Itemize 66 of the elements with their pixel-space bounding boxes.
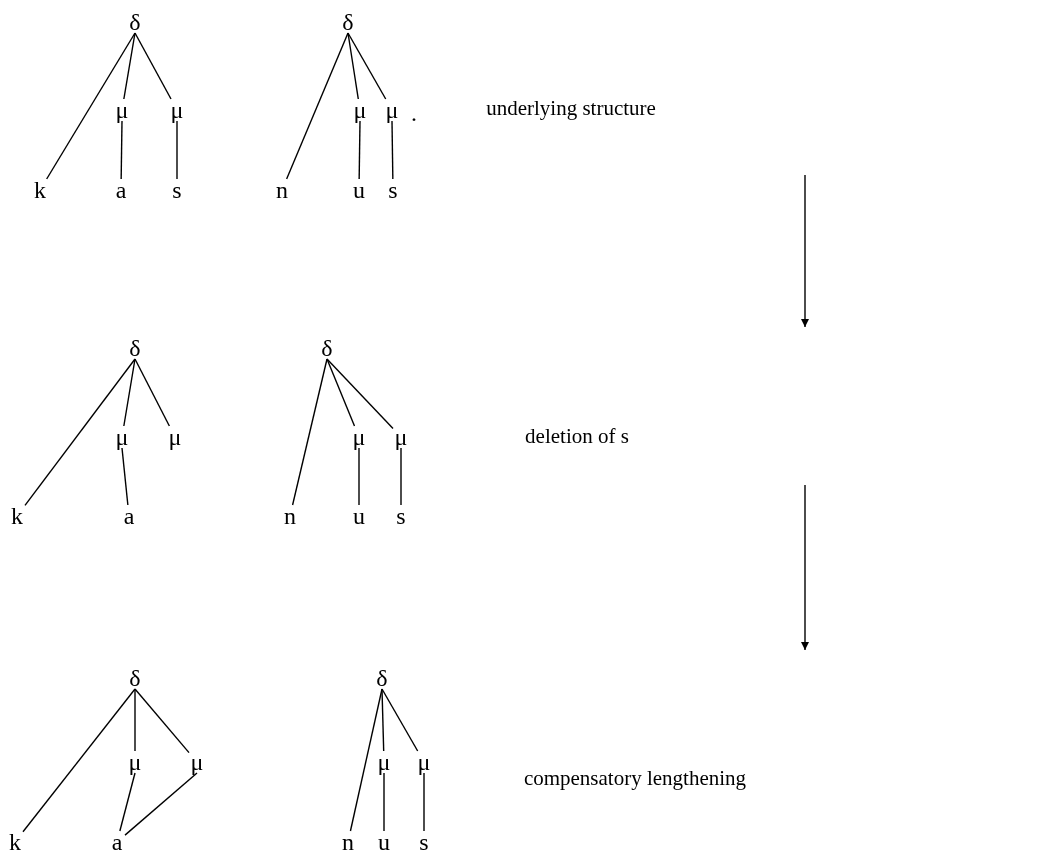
stage-label: deletion of s bbox=[524, 425, 630, 447]
segment-letter: a bbox=[110, 830, 124, 854]
mora-symbol: μ bbox=[384, 98, 400, 122]
branch-line bbox=[381, 688, 385, 752]
syllable-symbol: δ bbox=[341, 10, 355, 34]
branch-line bbox=[383, 772, 385, 832]
mora-symbol: μ bbox=[189, 750, 205, 774]
mora-symbol: μ bbox=[416, 750, 432, 774]
branch-line bbox=[285, 32, 349, 180]
syllable-symbol: δ bbox=[128, 336, 142, 360]
branch-line bbox=[121, 447, 129, 506]
segment-letter: u bbox=[352, 178, 366, 202]
mora-symbol: μ bbox=[352, 98, 368, 122]
branch-line bbox=[391, 120, 394, 180]
mora-symbol: μ bbox=[114, 425, 130, 449]
segment-letter: a bbox=[122, 504, 136, 528]
segment-letter: n bbox=[275, 178, 289, 202]
segment-letter: s bbox=[395, 504, 407, 528]
branch-line bbox=[326, 358, 394, 430]
branch-line bbox=[45, 32, 136, 180]
syllable-symbol: δ bbox=[128, 666, 142, 690]
branch-line bbox=[123, 32, 136, 100]
branch-line bbox=[381, 688, 419, 752]
mora-symbol: μ bbox=[114, 98, 130, 122]
branch-line bbox=[134, 688, 136, 752]
segment-letter: s bbox=[418, 830, 430, 854]
syllable-symbol: δ bbox=[375, 666, 389, 690]
syllable-symbol: δ bbox=[320, 336, 334, 360]
dot-mark: . bbox=[411, 101, 417, 125]
segment-letter: k bbox=[33, 178, 47, 202]
mora-symbol: μ bbox=[167, 425, 183, 449]
branch-line bbox=[347, 32, 359, 100]
branch-line bbox=[134, 358, 171, 427]
branch-line bbox=[134, 32, 172, 100]
segment-letter: k bbox=[8, 830, 22, 854]
branch-line bbox=[24, 358, 136, 507]
branch-line bbox=[400, 447, 402, 506]
segment-letter: u bbox=[352, 504, 366, 528]
syllable-symbol: δ bbox=[128, 10, 142, 34]
segment-letter: a bbox=[114, 178, 128, 202]
branch-line bbox=[134, 688, 190, 754]
branch-line bbox=[358, 447, 360, 506]
segment-letter: s bbox=[387, 178, 399, 202]
branch-line bbox=[291, 358, 328, 506]
branch-line bbox=[347, 32, 387, 100]
branch-line bbox=[358, 120, 361, 180]
segment-letter: s bbox=[171, 178, 183, 202]
branch-line bbox=[123, 358, 136, 427]
segment-letter: u bbox=[377, 830, 391, 854]
mora-symbol: μ bbox=[169, 98, 185, 122]
stage-label: underlying structure bbox=[485, 97, 657, 119]
branch-line bbox=[119, 772, 136, 832]
branch-line bbox=[423, 772, 425, 832]
mora-symbol: μ bbox=[393, 425, 409, 449]
branch-line bbox=[326, 358, 356, 427]
mora-symbol: μ bbox=[376, 750, 392, 774]
branch-line bbox=[22, 688, 136, 833]
branch-line bbox=[120, 120, 123, 180]
mora-symbol: μ bbox=[127, 750, 143, 774]
segment-letter: n bbox=[283, 504, 297, 528]
segment-letter: k bbox=[10, 504, 24, 528]
stage-label: compensatory lengthening bbox=[522, 767, 748, 789]
segment-letter: n bbox=[341, 830, 355, 854]
branch-line bbox=[176, 120, 178, 180]
mora-symbol: μ bbox=[351, 425, 367, 449]
branch-line bbox=[124, 772, 198, 836]
